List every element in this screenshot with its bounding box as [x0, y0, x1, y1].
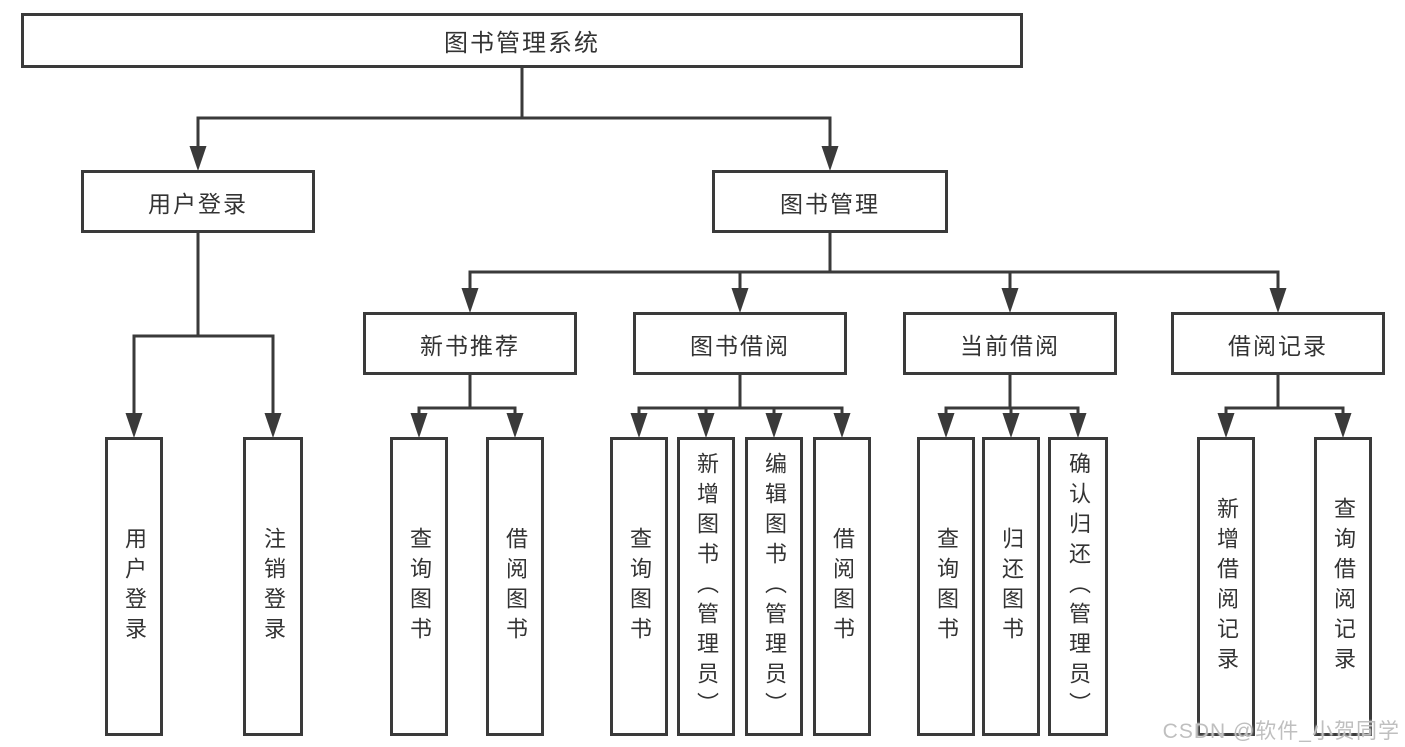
leaf-borrow-books-borrow-label: 借阅图书 [830, 526, 855, 647]
node-new-books-label: 新书推荐 [420, 332, 520, 359]
arrowhead [506, 413, 524, 438]
arrowhead [125, 413, 143, 438]
leaf-borrow-books-newbooks-label: 借阅图书 [503, 526, 528, 647]
node-book-mgmt-label: 图书管理 [780, 190, 880, 217]
leaf-user-login: 用户登录 [105, 437, 163, 736]
arrowhead [264, 413, 282, 438]
arrowhead [1069, 413, 1087, 438]
leaf-add-books-admin-label: 新增图书（管理员） [694, 451, 719, 722]
leaf-return-books: 归还图书 [982, 437, 1040, 736]
node-book-borrow: 图书借阅 [633, 312, 847, 375]
node-current-borrow-label: 当前借阅 [960, 332, 1060, 359]
leaf-logout: 注销登录 [243, 437, 303, 736]
watermark-text: CSDN @软件_小贺同学 [1162, 720, 1400, 743]
leaf-add-books-admin: 新增图书（管理员） [677, 437, 735, 736]
arrowhead [731, 288, 749, 313]
arrowhead [630, 413, 648, 438]
connector-root-to-level2 [189, 67, 839, 171]
leaf-query-books-borrow-label: 查询图书 [627, 526, 652, 647]
node-root: 图书管理系统 [21, 13, 1023, 68]
leaf-query-borrow-record: 查询借阅记录 [1314, 437, 1372, 736]
node-book-mgmt: 图书管理 [712, 170, 948, 233]
arrowhead [765, 413, 783, 438]
arrowhead [1001, 288, 1019, 313]
node-current-borrow: 当前借阅 [903, 312, 1117, 375]
leaf-add-borrow-record: 新增借阅记录 [1197, 437, 1255, 736]
leaf-user-login-label: 用户登录 [122, 526, 147, 647]
connector-bookborrow-to-leaves [630, 374, 851, 438]
connector-currentborrow-to-leaves [937, 374, 1087, 438]
arrowhead [1334, 413, 1352, 438]
arrowhead [410, 413, 428, 438]
node-borrow-records: 借阅记录 [1171, 312, 1385, 375]
leaf-add-borrow-record-label: 新增借阅记录 [1214, 496, 1239, 677]
node-root-label: 图书管理系统 [444, 30, 600, 57]
leaf-logout-label: 注销登录 [261, 526, 286, 647]
node-user-login: 用户登录 [81, 170, 315, 233]
leaf-confirm-return-admin-label: 确认归还（管理员） [1066, 451, 1091, 722]
leaf-query-books-current-label: 查询图书 [934, 526, 959, 647]
arrowhead [461, 288, 479, 313]
leaf-return-books-label: 归还图书 [999, 526, 1024, 647]
arrowhead [1269, 288, 1287, 313]
connector-bookmgmt-to-level3 [461, 232, 1287, 313]
leaf-confirm-return-admin: 确认归还（管理员） [1048, 437, 1108, 736]
arrowhead [189, 146, 207, 171]
leaf-query-books-current: 查询图书 [917, 437, 975, 736]
connector-borrowrecords-to-leaves [1217, 374, 1352, 438]
leaf-query-borrow-record-label: 查询借阅记录 [1331, 496, 1356, 677]
arrowhead [697, 413, 715, 438]
arrowhead [821, 146, 839, 171]
node-user-login-label: 用户登录 [148, 190, 248, 217]
leaf-edit-books-admin-label: 编辑图书（管理员） [762, 451, 787, 722]
arrowhead [937, 413, 955, 438]
leaf-query-books-borrow: 查询图书 [610, 437, 668, 736]
leaf-borrow-books-newbooks: 借阅图书 [486, 437, 544, 736]
leaf-borrow-books-borrow: 借阅图书 [813, 437, 871, 736]
connector-newbooks-to-leaves [410, 374, 524, 438]
node-new-books: 新书推荐 [363, 312, 577, 375]
node-book-borrow-label: 图书借阅 [690, 332, 790, 359]
arrowhead [833, 413, 851, 438]
leaf-query-books-newbooks: 查询图书 [390, 437, 448, 736]
leaf-query-books-newbooks-label: 查询图书 [407, 526, 432, 647]
node-borrow-records-label: 借阅记录 [1228, 332, 1328, 359]
arrowhead [1002, 413, 1020, 438]
arrowhead [1217, 413, 1235, 438]
leaf-edit-books-admin: 编辑图书（管理员） [745, 437, 803, 736]
connector-userlogin-to-leaves [125, 232, 282, 438]
